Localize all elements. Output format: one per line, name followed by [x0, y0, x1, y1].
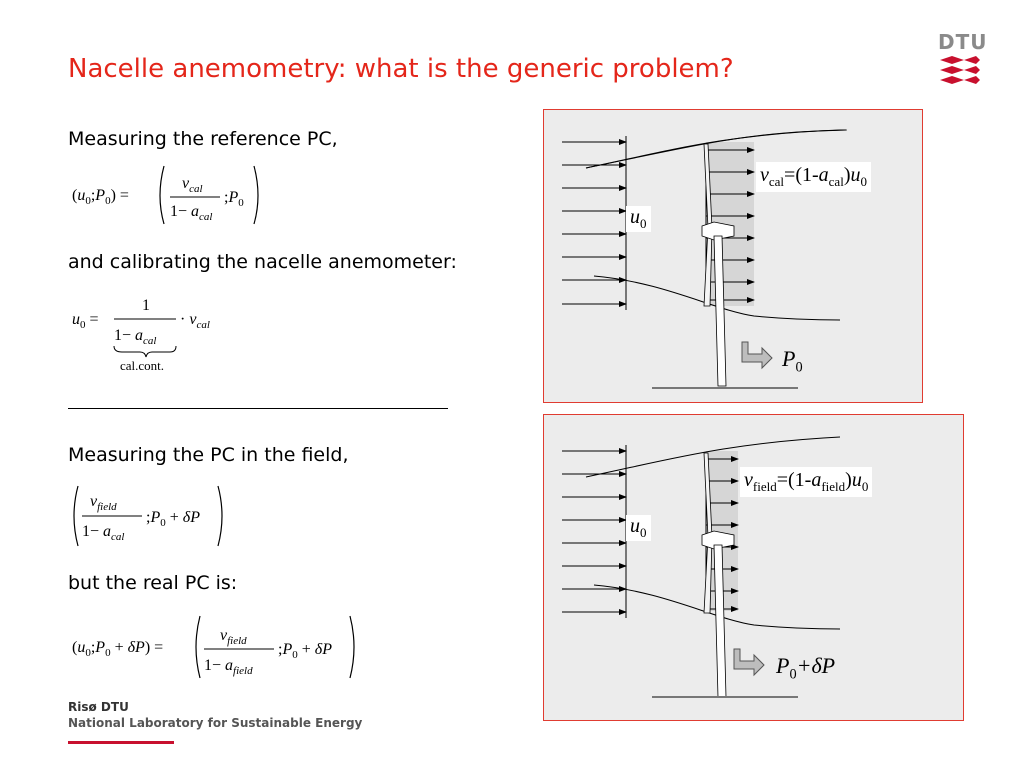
vfield-label: vfield=(1-afield)u0 — [740, 467, 873, 497]
svg-text:;P0 + δP: ;P0 + δP — [278, 641, 332, 661]
svg-text:1− acal: 1− acal — [114, 327, 156, 347]
svg-text:u0 =: u0 = — [72, 311, 99, 331]
svg-text:;P0 + δP: ;P0 + δP — [146, 509, 200, 529]
svg-text:(u0;P0) =: (u0;P0) = — [72, 187, 129, 207]
vcal-label: vcal=(1-acal)u0 — [756, 162, 871, 192]
footer-org: Risø DTU — [68, 700, 129, 714]
equation-reference-pc: (u0;P0) = vcal 1− acal ;P0 — [70, 160, 270, 235]
text-real-pc: but the real PC is: — [68, 572, 238, 594]
footer-lab: National Laboratory for Sustainable Ener… — [68, 716, 363, 730]
logo-text: DTU — [938, 30, 988, 54]
page-title: Nacelle anemometry: what is the generic … — [68, 54, 734, 84]
turbine-diagram-2 — [562, 436, 841, 698]
p0-delta-label: P0+δP — [776, 653, 836, 683]
svg-text:· vcal: · vcal — [180, 311, 210, 331]
svg-text:1− acal: 1− acal — [170, 203, 212, 223]
p0-label: P0 — [782, 346, 803, 376]
svg-text:vfield: vfield — [220, 627, 247, 647]
separator-line — [68, 408, 448, 409]
text-calibrating: and calibrating the nacelle anemometer: — [68, 251, 457, 273]
footer-bar — [68, 741, 174, 744]
equation-calibration: u0 = 1 1− acal · vcal — [70, 288, 240, 383]
svg-text:;P0: ;P0 — [224, 189, 244, 209]
text-reference-pc: Measuring the reference PC, — [68, 128, 338, 150]
svg-text:1− acal: 1− acal — [82, 523, 124, 543]
svg-text:(u0;P0 + δP) =: (u0;P0 + δP) = — [72, 639, 163, 659]
turbine-diagram-1 — [562, 129, 847, 389]
u0-label: u0 — [626, 206, 651, 232]
equation-field-pc: vfield 1− acal ;P0 + δP — [68, 484, 238, 555]
figure-field-turbine: vfield=(1-afield)u0 u0 P0+δP — [543, 414, 964, 721]
cal-cont-label: cal.cont. — [120, 358, 165, 373]
figure-calibration-turbine: vcal=(1-acal)u0 u0 P0 — [543, 109, 923, 403]
svg-text:vcal: vcal — [182, 175, 203, 195]
text-field-pc: Measuring the PC in the field, — [68, 444, 349, 466]
dtu-logo: DTU — [938, 30, 988, 94]
svg-text:1− afield: 1− afield — [204, 657, 253, 677]
equation-real-pc: (u0;P0 + δP) = vfield 1− afield ;P0 + δP — [70, 612, 370, 687]
svg-text:vfield: vfield — [90, 493, 117, 513]
svg-text:1: 1 — [142, 297, 150, 314]
u0-label: u0 — [626, 515, 651, 541]
logo-waves-icon — [940, 56, 980, 84]
